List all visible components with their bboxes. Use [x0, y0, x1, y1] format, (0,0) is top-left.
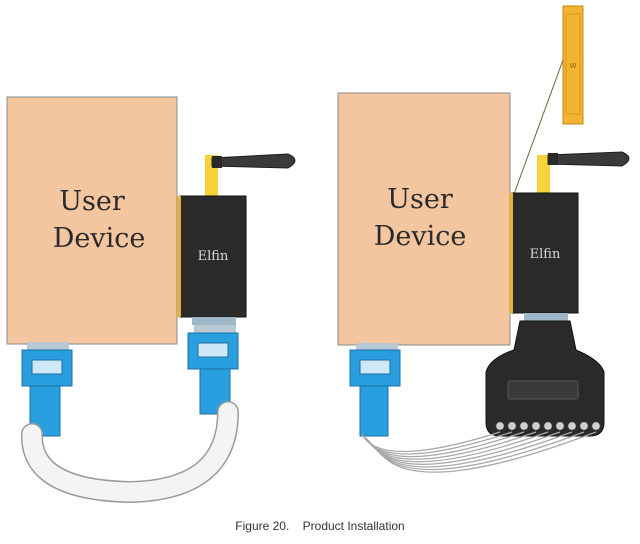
left-module-connector: [194, 325, 236, 335]
right-device-plug-window: [359, 359, 391, 375]
left-antenna-base: [212, 156, 222, 168]
left-module-plug-window: [197, 342, 229, 358]
right-device-connector: [356, 343, 398, 353]
left-device-plug-window: [31, 359, 63, 375]
left-user-device-label-line1: User: [59, 186, 125, 217]
right-user-device-label-line2: Device: [374, 221, 467, 252]
left-user-device: [6, 96, 178, 345]
left-flat-cable-inner: [22, 402, 238, 502]
right-wire-bundle: [361, 431, 597, 473]
left-setup: User Device Elfin: [6, 96, 296, 504]
left-module-pins: [192, 317, 236, 325]
right-pcb-antenna: [562, 5, 584, 125]
right-elfin-label: Elfin: [530, 247, 561, 262]
right-setup: User Device W Elfin: [337, 5, 630, 473]
right-user-device-label-line1: User: [387, 184, 453, 215]
left-device-connector: [27, 342, 69, 352]
left-module-edge: [177, 196, 181, 317]
right-adapter-slot: [507, 380, 579, 400]
right-pcb-antenna-wire: [513, 59, 564, 195]
right-device-cable-blue: [359, 385, 389, 437]
right-elfin-module: [511, 192, 579, 314]
right-user-device: [337, 92, 511, 346]
right-terminal-screws: [495, 421, 601, 431]
right-antenna-icon: [547, 151, 630, 167]
right-antenna-stem: [537, 155, 550, 193]
right-module-pins: [524, 313, 568, 321]
left-user-device-label-line2: Device: [53, 223, 146, 254]
right-module-edge: [509, 193, 513, 313]
figure-caption: Figure 20. Product Installation: [235, 519, 405, 533]
right-antenna-base: [548, 153, 558, 165]
right-pcb-antenna-trace: [565, 13, 581, 115]
left-module-cable-blue: [199, 368, 231, 415]
right-pcb-antenna-label: W: [570, 62, 577, 70]
left-antenna-icon: [211, 153, 296, 169]
left-elfin-module: [179, 195, 247, 318]
left-elfin-label: Elfin: [198, 249, 229, 264]
right-adapter-connector: [485, 320, 605, 437]
